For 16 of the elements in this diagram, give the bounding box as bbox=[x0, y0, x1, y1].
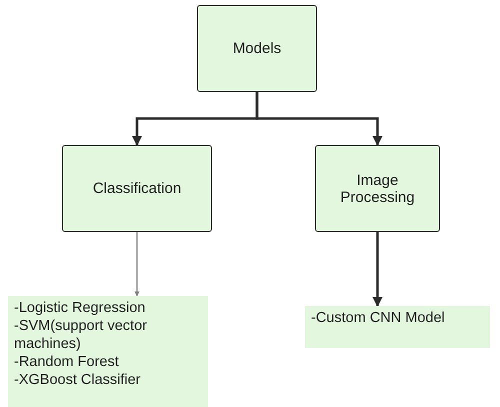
box-label: Classification bbox=[92, 180, 182, 197]
list-item: -SVM(support vector machines) bbox=[14, 317, 148, 353]
process-box bbox=[315, 145, 440, 232]
box-label: Models bbox=[232, 40, 282, 57]
arrow bbox=[372, 232, 382, 307]
box-label: Image Processing bbox=[339, 172, 416, 206]
arrow bbox=[134, 232, 140, 297]
list-item: -XGBoost Classifier bbox=[14, 371, 142, 389]
list-item: -Custom CNN Model bbox=[311, 309, 446, 327]
process-box bbox=[62, 145, 212, 232]
arrow bbox=[256, 92, 382, 146]
list-item: -Random Forest bbox=[14, 353, 120, 371]
process-box bbox=[197, 5, 317, 92]
list-item: -Logistic Regression bbox=[14, 299, 146, 317]
list-panel bbox=[305, 306, 490, 348]
list-panel bbox=[8, 296, 208, 407]
